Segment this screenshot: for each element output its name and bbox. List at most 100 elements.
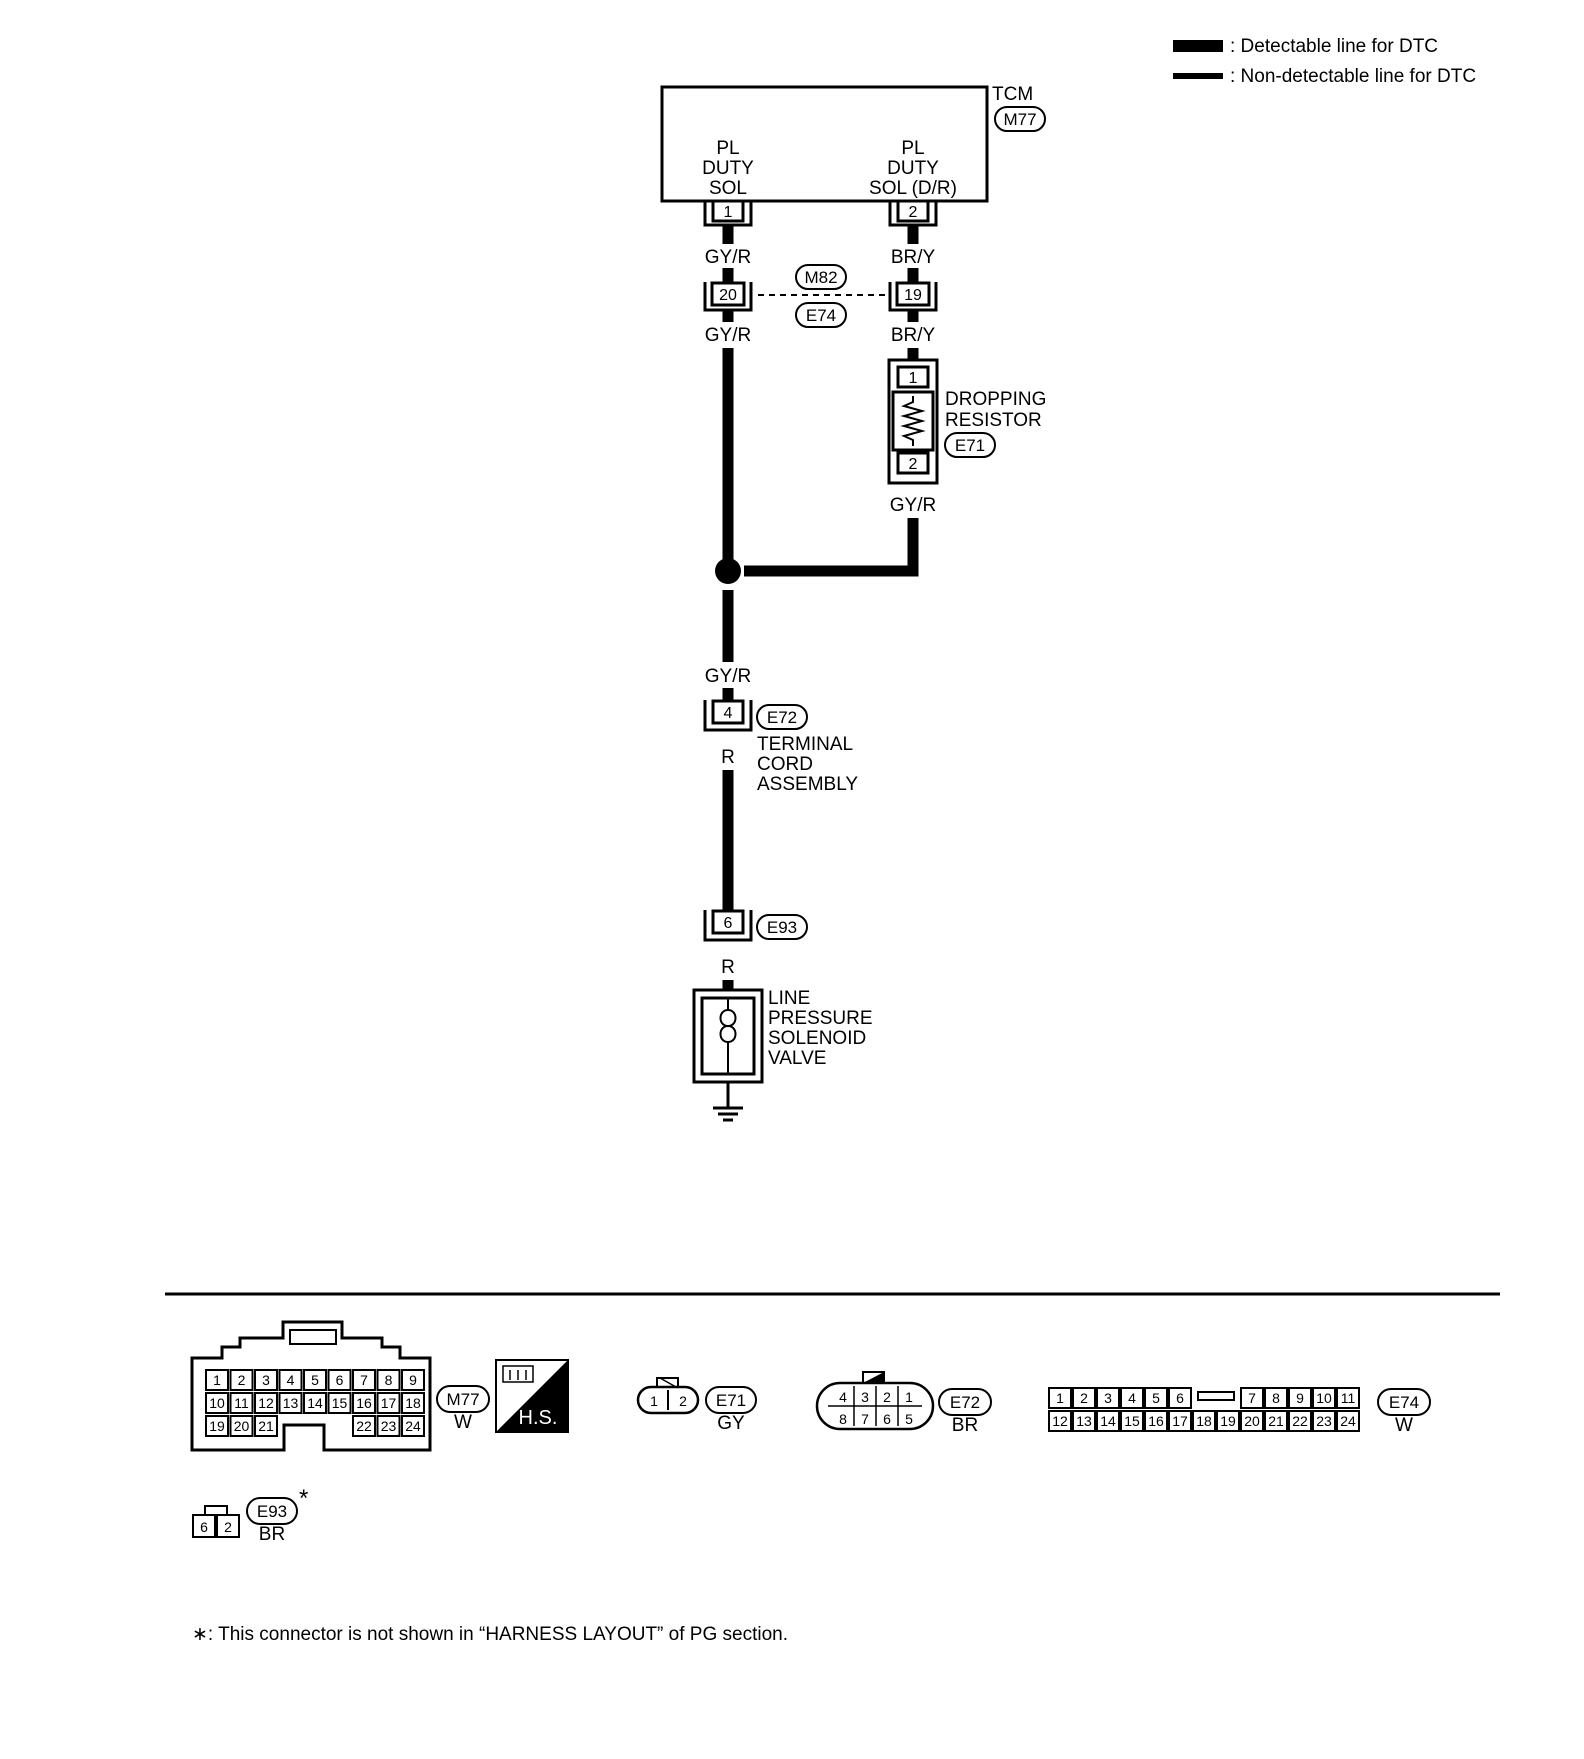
e74-view-pin-5: 5 — [1152, 1390, 1160, 1406]
terminal-connector-badge — [756, 704, 808, 730]
e71-view-badge — [705, 1386, 757, 1414]
legend-thick-line — [1173, 40, 1223, 52]
e74-view-badge — [1377, 1388, 1431, 1416]
m77-view-pin-5: 5 — [311, 1372, 319, 1388]
m77-view-pin-8: 8 — [385, 1372, 393, 1388]
e74-view-pin-8-cell — [1264, 1387, 1288, 1409]
e74-view-pin-5-cell — [1144, 1387, 1168, 1409]
m77-view-badge — [436, 1385, 490, 1413]
e74-view-pin-19: 19 — [1220, 1413, 1236, 1429]
wire-resistor-return — [744, 518, 919, 577]
m77-view-pin-2-cell — [229, 1369, 254, 1391]
e74-view-pin-3-cell — [1096, 1387, 1120, 1409]
e71-view-pin2: 2 — [679, 1393, 687, 1409]
m77-view-pin-6-cell — [327, 1369, 352, 1391]
e93-view-badge — [246, 1497, 298, 1525]
e72-view-pin-2: 2 — [883, 1389, 891, 1405]
m77-view-pin-10-cell — [205, 1392, 229, 1414]
m77-view-pin-16: 16 — [356, 1395, 372, 1411]
resistor-connector-badge — [944, 432, 996, 458]
m77-view-id: M77 — [446, 1390, 479, 1409]
terminal-label-line2: CORD — [757, 754, 813, 775]
tcm-pin2-label-line3: SOL (D/R) — [869, 178, 957, 199]
m77-view-pin-24-cell — [401, 1415, 425, 1437]
e93-view-color: BR — [259, 1524, 285, 1545]
wire-label-r-1: R — [721, 747, 735, 768]
e74-view-pin-3: 3 — [1104, 1390, 1112, 1406]
e74-view-pin-1: 1 — [1056, 1390, 1064, 1406]
e74-view-pin-24: 24 — [1340, 1413, 1356, 1429]
e74-view-color: W — [1395, 1415, 1413, 1436]
m77-view-pin-1: 1 — [213, 1372, 221, 1388]
m77-view-pin-1-cell — [205, 1369, 229, 1391]
joint-pin19: 19 — [904, 287, 922, 304]
e72-view-pin-8: 8 — [839, 1411, 847, 1427]
m77-view-pin-7: 7 — [360, 1372, 368, 1388]
m77-view-pin-9-cell — [401, 1369, 425, 1391]
joint-conn-bottom: E74 — [806, 306, 836, 325]
m77-view-pin-17: 17 — [381, 1395, 397, 1411]
tcm-pin1: 1 — [724, 204, 733, 221]
e74-view-pin-20: 20 — [1244, 1413, 1260, 1429]
e74-view-pin-16-cell — [1144, 1410, 1168, 1432]
e74-view-pin-13: 13 — [1076, 1413, 1092, 1429]
e72-view-pin-6: 6 — [883, 1411, 891, 1427]
tcm-pin1-label-line1: PL — [716, 138, 739, 159]
e74-view-pin-11-cell — [1336, 1387, 1360, 1409]
e74-view-pin-12: 12 — [1052, 1413, 1068, 1429]
e71-view-pin1: 1 — [650, 1393, 658, 1409]
m77-view-pin-22-cell — [352, 1415, 376, 1437]
wire-label-gyr-1: GY/R — [705, 247, 751, 268]
m77-view-pin-4-cell — [278, 1369, 303, 1391]
e93-view-pin6: 6 — [200, 1519, 208, 1535]
m77-view-pin-5-cell — [303, 1369, 327, 1391]
m77-view-pin-13: 13 — [283, 1395, 299, 1411]
e74-view-id: E74 — [1389, 1393, 1419, 1412]
e74-view-pin-14: 14 — [1100, 1413, 1116, 1429]
m77-view-pin-14: 14 — [307, 1395, 323, 1411]
e74-view-pin-6: 6 — [1176, 1390, 1184, 1406]
terminal-connector-id: E72 — [767, 708, 797, 727]
wire-label-gyr-2: GY/R — [705, 325, 751, 346]
m77-view-pin-22: 22 — [356, 1418, 372, 1434]
joint-conn-bottom-badge — [795, 302, 847, 328]
tcm-pin1-label-line3: SOL — [709, 178, 747, 199]
joint-pin19-box — [895, 281, 931, 307]
tcm-pin2-box — [896, 199, 930, 223]
tcm-pin2-label-line1: PL — [901, 138, 924, 159]
e74-view-pin-18-cell — [1192, 1410, 1216, 1432]
m77-view-pin-24: 24 — [405, 1418, 421, 1434]
e74-view-pin-10: 10 — [1316, 1390, 1332, 1406]
e74-view-pin-22: 22 — [1292, 1413, 1308, 1429]
m77-view-pin-15-cell — [327, 1392, 352, 1414]
e93-connector-id: E93 — [767, 918, 797, 937]
m77-view-pin-10: 10 — [209, 1395, 225, 1411]
m77-view-pin-12: 12 — [258, 1395, 274, 1411]
m77-view-pin-23: 23 — [381, 1418, 397, 1434]
terminal-pin4-bracket — [703, 700, 753, 732]
wire-label-gyr-4: GY/R — [705, 666, 751, 687]
terminal-pin4-box — [711, 699, 745, 725]
m77-view-color: W — [454, 1412, 472, 1433]
e72-view-badge — [938, 1388, 992, 1416]
solenoid-coil-icon — [719, 998, 737, 1074]
solenoid-label-line3: SOLENOID — [768, 1028, 866, 1049]
resistor-pin1-box — [896, 365, 930, 389]
e74-view-pin-13-cell — [1072, 1410, 1096, 1432]
solenoid-label-line1: LINE — [768, 988, 810, 1009]
m77-view-pin-19-cell — [205, 1415, 229, 1437]
e74-view-pin-1-cell — [1048, 1387, 1072, 1409]
resistor-label-line1: DROPPING — [945, 389, 1046, 410]
tcm-connector-id: M77 — [1003, 110, 1036, 129]
e74-view-pin-10-cell — [1312, 1387, 1336, 1409]
m77-view-pin-17-cell — [376, 1392, 401, 1414]
resistor-pin2: 2 — [909, 456, 918, 473]
e93-view-id: E93 — [257, 1502, 287, 1521]
terminal-label-line1: TERMINAL — [757, 734, 853, 755]
resistor-zigzag-icon — [900, 396, 926, 446]
e74-view-pin-24-cell — [1336, 1410, 1360, 1432]
e93-view-pin2: 2 — [224, 1519, 232, 1535]
harness-side-icon — [495, 1359, 569, 1433]
